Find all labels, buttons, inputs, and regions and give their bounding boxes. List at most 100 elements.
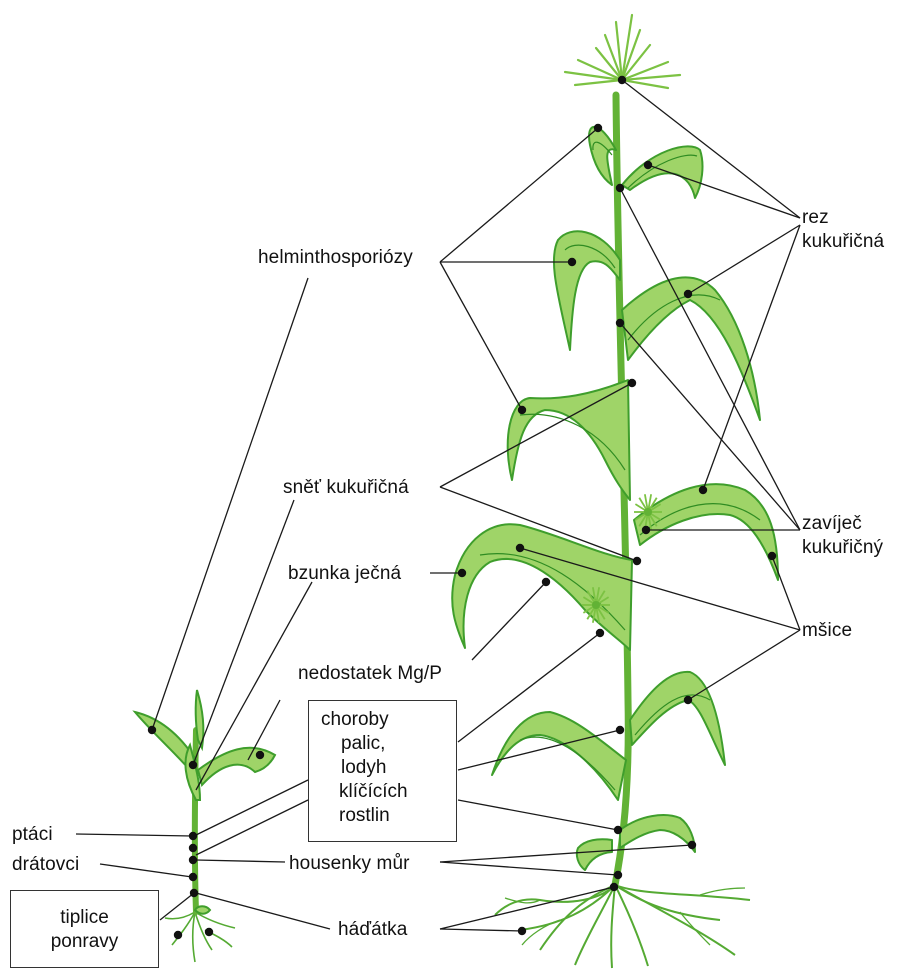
maize-leaf [452, 524, 632, 650]
pointer-dot [458, 569, 466, 577]
pointer-line [152, 278, 308, 730]
pointer-dot [614, 826, 622, 834]
tassel-branch [622, 80, 668, 88]
pointer-line [196, 893, 330, 929]
pointer-dot [516, 544, 524, 552]
label-msice: mšice [802, 619, 852, 642]
label-nedostatek: nedostatek Mg/P [298, 662, 442, 685]
pointer-line [458, 800, 618, 830]
pointer-line [440, 862, 618, 875]
pointer-line [196, 780, 308, 835]
maize-leaf [622, 146, 702, 198]
pointer-line [772, 556, 800, 630]
label-zavijec-kukuricny: zavíječ kukuřičný [802, 512, 883, 560]
label-zavijec-line1: zavíječ [802, 512, 883, 536]
pointer-dot [256, 751, 264, 759]
root-strand [700, 888, 745, 895]
pointer-dot [618, 76, 626, 84]
maize-leaf [577, 839, 612, 870]
root-strand [611, 885, 615, 968]
pointer-line [703, 225, 800, 490]
pointer-dot [614, 871, 622, 879]
pointer-dot [148, 726, 156, 734]
pointer-dot [518, 406, 526, 414]
pointer-line [193, 500, 294, 765]
pointer-line [472, 582, 546, 660]
label-rez-line1: rez [802, 206, 884, 230]
pointer-dot [633, 557, 641, 565]
pointer-dot [688, 841, 696, 849]
tassel-branch [575, 80, 622, 85]
pointer-line [622, 80, 800, 218]
tiplice-line2: ponravy [11, 930, 158, 954]
label-dratovci: drátovci [12, 853, 79, 876]
tassel-branch [622, 30, 640, 80]
choroby-line5: rostlin [321, 804, 456, 828]
seedling-leaf [195, 906, 210, 914]
pointer-line [196, 860, 285, 862]
pointer-dot [596, 629, 604, 637]
pointer-line [76, 834, 192, 836]
pointer-dot [189, 761, 197, 769]
label-helminthosporiozy: helminthosporiózy [258, 246, 413, 269]
tiplice-box: tiplice ponravy [10, 890, 159, 968]
pointer-dot [684, 696, 692, 704]
label-ptaci: ptáci [12, 823, 53, 846]
pointer-dot [189, 844, 197, 852]
pointer-line [440, 929, 522, 931]
pointer-dot [616, 184, 624, 192]
pointer-line [648, 165, 800, 218]
choroby-box: choroby palic, lodyh klíčících rostlin [308, 700, 457, 842]
pointer-line [688, 225, 800, 294]
pointer-dot [174, 931, 182, 939]
maize-leaf [589, 127, 616, 185]
pointer-line [620, 188, 800, 530]
pointer-line [196, 800, 308, 855]
pointer-dot [594, 124, 602, 132]
pointer-dot [189, 873, 197, 881]
pointer-dot [699, 486, 707, 494]
choroby-line2: palic, [321, 732, 456, 756]
pointer-line [688, 630, 800, 700]
pointer-dot [684, 290, 692, 298]
tiplice-line1: tiplice [11, 906, 158, 930]
pointer-dot [518, 927, 526, 935]
ear-silk [592, 601, 600, 609]
pointer-dot [205, 928, 213, 936]
label-rez-line2: kukuřičná [802, 230, 884, 254]
pointer-dot [616, 319, 624, 327]
choroby-line3: lodyh [321, 756, 456, 780]
root-strand [615, 885, 648, 966]
ear-silk [644, 508, 652, 516]
pointer-dot [568, 258, 576, 266]
pointer-dot [542, 578, 550, 586]
choroby-line4: klíčících [321, 780, 456, 804]
label-housenky-mur: housenky můr [289, 852, 410, 875]
label-rez-kukuricna: rez kukuřičná [802, 206, 884, 254]
pointer-dot [189, 832, 197, 840]
pointer-line [440, 887, 614, 929]
pointer-line [440, 262, 522, 410]
maize-leaf [620, 815, 695, 852]
label-zavijec-line2: kukuřičný [802, 536, 883, 560]
maize-leaf [554, 231, 620, 350]
pointer-dot [610, 883, 618, 891]
pointer-dot [642, 526, 650, 534]
pointer-dot [644, 161, 652, 169]
pointer-dot [768, 552, 776, 560]
pointer-line [100, 864, 192, 877]
pointer-dot [190, 889, 198, 897]
root-strand [193, 912, 195, 962]
root-strand [522, 920, 560, 945]
roots [165, 885, 750, 968]
label-snet-kukuricna: sněť kukuřičná [283, 476, 409, 499]
pointer-line [520, 548, 800, 630]
label-bzunka-jecna: bzunka ječná [288, 562, 401, 585]
pointer-dot [189, 856, 197, 864]
choroby-line1: choroby [321, 708, 456, 732]
pointer-dot [616, 726, 624, 734]
pointer-line [440, 845, 692, 862]
pointer-dot [628, 379, 636, 387]
label-hadatka: háďátka [338, 918, 407, 941]
